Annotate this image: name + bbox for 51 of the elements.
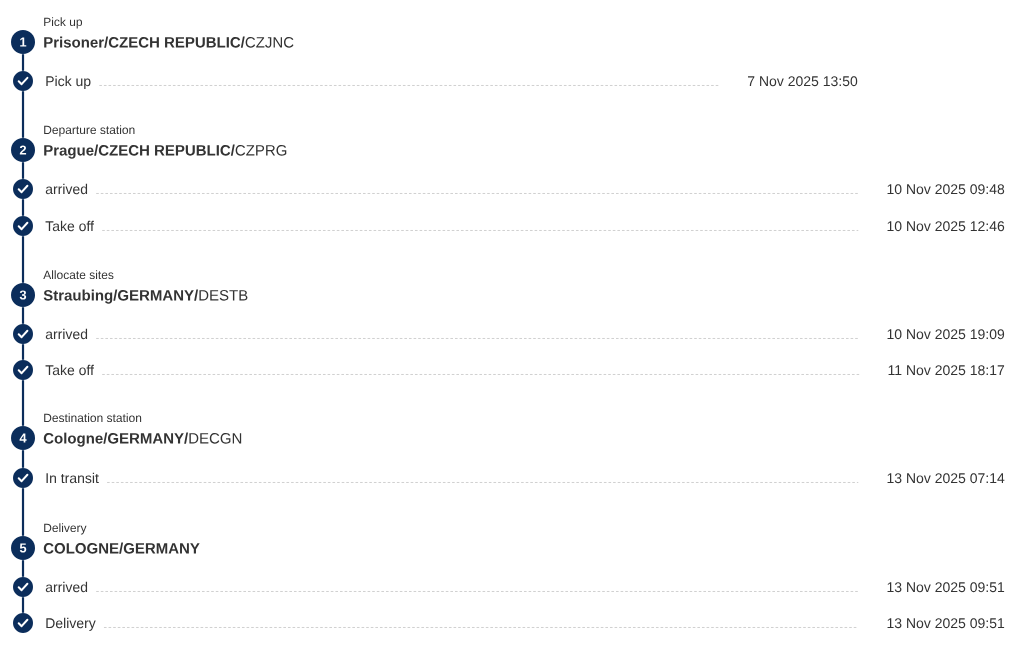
step-category: Delivery bbox=[44, 523, 87, 535]
check-icon bbox=[13, 468, 33, 488]
event-label: arrived bbox=[45, 581, 88, 593]
event-time: 13 Nov 2025 09:51 bbox=[887, 582, 1005, 593]
step-number: 3 bbox=[11, 283, 35, 307]
timeline-line bbox=[21, 199, 25, 216]
check-icon bbox=[13, 216, 33, 236]
timeline-line bbox=[21, 597, 25, 613]
step-category: Departure station bbox=[44, 125, 135, 137]
location-heading: Straubing/GERMANY/DESTB bbox=[43, 289, 248, 304]
event-label: In transit bbox=[46, 472, 99, 484]
timeline-line bbox=[21, 307, 25, 324]
check-icon bbox=[13, 577, 33, 597]
location-heading: COLOGNE/GERMANY bbox=[43, 542, 200, 554]
event-label: arrived bbox=[45, 183, 88, 195]
step-category: Destination station bbox=[44, 413, 142, 423]
event-label: Delivery bbox=[46, 617, 96, 631]
step-number: 2 bbox=[11, 138, 35, 162]
timeline-line bbox=[21, 54, 25, 71]
check-icon bbox=[13, 179, 33, 199]
event-label: Take off bbox=[45, 220, 94, 232]
event-time: 10 Nov 2025 19:09 bbox=[887, 329, 1005, 340]
event-time: 10 Nov 2025 12:46 bbox=[887, 221, 1005, 232]
check-icon bbox=[13, 71, 33, 91]
step-number: 1 bbox=[11, 30, 35, 54]
step-number: 5 bbox=[11, 536, 35, 560]
timeline-line bbox=[21, 91, 25, 138]
check-icon bbox=[13, 613, 33, 633]
step-number: 4 bbox=[11, 426, 35, 450]
check-icon bbox=[13, 360, 33, 380]
step-category: Allocate sites bbox=[43, 270, 114, 280]
event-label: arrived bbox=[45, 328, 88, 340]
location-heading: Prague/CZECH REPUBLIC/CZPRG bbox=[44, 144, 287, 159]
timeline-line bbox=[21, 488, 25, 536]
event-time: 13 Nov 2025 09:51 bbox=[887, 618, 1005, 629]
event-label: Pick up bbox=[46, 75, 91, 89]
timeline-line bbox=[21, 380, 25, 426]
event-time: 13 Nov 2025 07:14 bbox=[887, 473, 1005, 484]
event-label: Take off bbox=[45, 364, 94, 376]
timeline-line bbox=[21, 344, 25, 360]
event-time: 10 Nov 2025 09:48 bbox=[887, 184, 1005, 195]
check-icon bbox=[13, 324, 33, 344]
location-heading: Cologne/GERMANY/DECGN bbox=[43, 432, 242, 447]
event-time: 11 Nov 2025 18:17 bbox=[888, 365, 1005, 376]
timeline-line bbox=[21, 162, 25, 179]
timeline-line bbox=[21, 236, 25, 283]
step-category: Pick up bbox=[44, 17, 83, 29]
timeline-line bbox=[21, 450, 25, 468]
event-time: 7 Nov 2025 13:50 bbox=[748, 76, 858, 87]
timeline-line bbox=[21, 560, 25, 577]
location-heading: Prisoner/CZECH REPUBLIC/CZJNC bbox=[44, 36, 294, 48]
